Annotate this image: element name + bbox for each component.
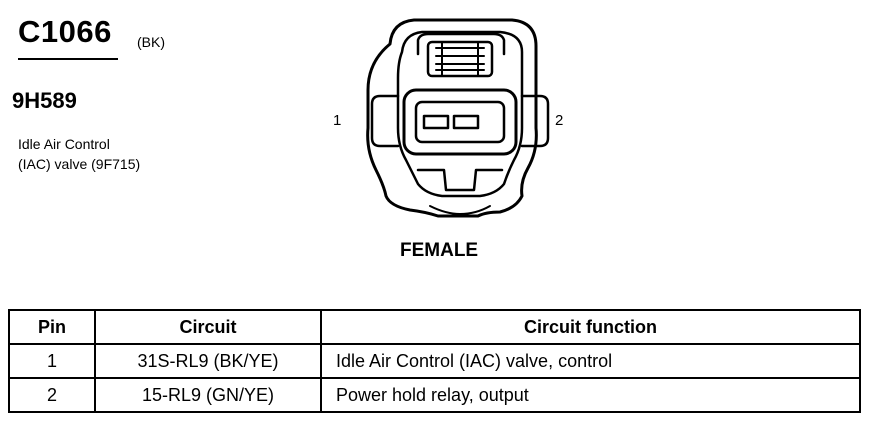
pin-1-terminal bbox=[422, 114, 450, 130]
locking-tab bbox=[416, 32, 506, 56]
circuit-cell: 31S-RL9 (BK/YE) bbox=[94, 343, 322, 379]
pin-circuit-table: Pin Circuit Circuit function 1 31S-RL9 (… bbox=[8, 309, 861, 413]
bottom-key bbox=[416, 168, 504, 192]
connector-id-underline bbox=[18, 58, 118, 60]
connector-id: C1066 bbox=[18, 14, 112, 49]
locking-tab-latch bbox=[426, 40, 494, 78]
pin-label-2: 2 bbox=[555, 112, 564, 129]
pin-2-terminal bbox=[452, 114, 480, 130]
connector-color-code: (BK) bbox=[137, 34, 165, 50]
terminal-cavity bbox=[414, 100, 506, 144]
terminal-housing bbox=[402, 88, 518, 156]
connector-face-diagram bbox=[366, 18, 550, 218]
side-key-left bbox=[370, 94, 400, 148]
connector-gender: FEMALE bbox=[400, 240, 479, 261]
function-cell: Idle Air Control (IAC) valve, control bbox=[320, 343, 861, 379]
function-cell: Power hold relay, output bbox=[320, 377, 861, 413]
table-row: 1 31S-RL9 (BK/YE) Idle Air Control (IAC)… bbox=[8, 343, 861, 379]
header-circuit-function: Circuit function bbox=[320, 309, 861, 345]
circuit-cell: 15-RL9 (GN/YE) bbox=[94, 377, 322, 413]
header-circuit: Circuit bbox=[94, 309, 322, 345]
description-line: (IAC) valve (9F715) bbox=[18, 156, 141, 172]
pin-cell: 1 bbox=[8, 343, 96, 379]
pin-label-1: 1 bbox=[333, 112, 342, 129]
part-number: 9H589 bbox=[12, 88, 77, 113]
table-header-row: Pin Circuit Circuit function bbox=[8, 309, 861, 345]
component-description: Idle Air Control (IAC) valve (9F715) bbox=[18, 134, 140, 174]
connector-outer-shell bbox=[366, 18, 538, 218]
pin-cell: 2 bbox=[8, 377, 96, 413]
table-row: 2 15-RL9 (GN/YE) Power hold relay, outpu… bbox=[8, 377, 861, 413]
side-key-right bbox=[520, 94, 550, 148]
description-line: Idle Air Control bbox=[18, 136, 110, 152]
header-pin: Pin bbox=[8, 309, 96, 345]
connector-inner-shell bbox=[396, 30, 524, 198]
